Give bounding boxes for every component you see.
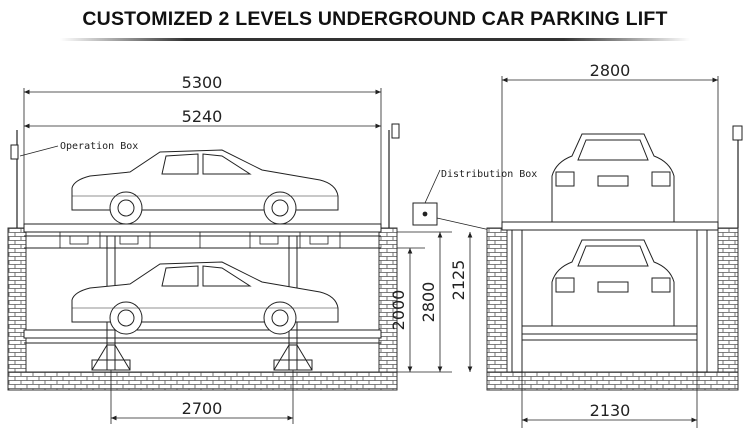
lower-platform bbox=[23, 329, 382, 339]
pit-wall-left bbox=[7, 227, 27, 391]
label-distribution-box: Distribution Box bbox=[441, 169, 537, 180]
lower-car-side bbox=[71, 261, 339, 335]
page-title: CUSTOMIZED 2 LEVELS UNDERGROUND CAR PARK… bbox=[82, 8, 668, 30]
operation-box bbox=[10, 144, 19, 160]
lower-car-rear bbox=[551, 239, 675, 327]
front-upper-platform bbox=[501, 221, 719, 231]
upper-platform bbox=[23, 223, 382, 233]
front-pit-wall-left bbox=[486, 227, 508, 391]
dim-platform-length: 5240 bbox=[182, 107, 223, 126]
side-view bbox=[7, 88, 400, 424]
front-pit-wall-right bbox=[717, 227, 739, 391]
dim-post-spacing: 2700 bbox=[182, 399, 223, 418]
dim-lower-level-height: 2000 bbox=[389, 290, 408, 331]
front-pit-floor bbox=[486, 371, 739, 391]
upper-platform-beams bbox=[59, 232, 341, 248]
label-operation-box: Operation Box bbox=[60, 141, 138, 152]
distribution-box-leader bbox=[424, 169, 441, 204]
right-sensor bbox=[391, 123, 400, 139]
dim-pit-width: 2800 bbox=[590, 61, 631, 80]
middle-annotations bbox=[397, 169, 491, 373]
operation-box-leader bbox=[19, 145, 59, 157]
dim-pit-depth-side: 2125 bbox=[449, 260, 468, 301]
front-lower-platform bbox=[521, 325, 698, 335]
dim-line-platform-width bbox=[521, 372, 698, 428]
dim-line-post-spacing bbox=[110, 370, 294, 424]
dim-overall-length: 5300 bbox=[182, 73, 223, 92]
front-view bbox=[486, 76, 743, 428]
upper-car-side bbox=[71, 149, 339, 225]
pit-floor bbox=[7, 371, 398, 391]
dim-pit-depth: 2800 bbox=[419, 282, 438, 323]
upper-car-rear bbox=[551, 133, 675, 223]
dim-platform-width: 2130 bbox=[590, 401, 631, 420]
title-underline bbox=[60, 38, 690, 41]
front-sensor bbox=[732, 125, 743, 141]
